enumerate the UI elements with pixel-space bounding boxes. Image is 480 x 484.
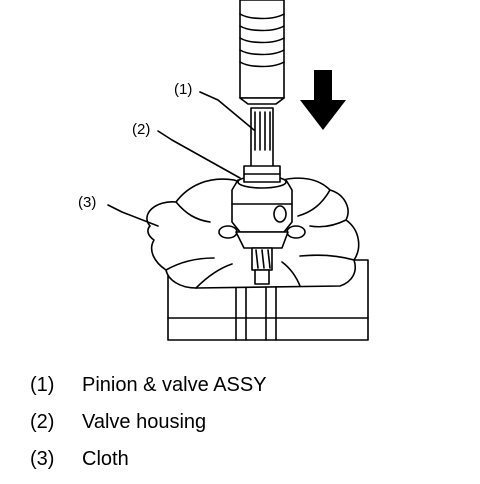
callout-3: (3) — [78, 194, 96, 211]
parts-legend: (1) Pinion & valve ASSY (2) Valve housin… — [30, 373, 470, 484]
callout-1: (1) — [174, 81, 192, 98]
legend-number: (1) — [30, 374, 55, 396]
legend-label: Pinion & valve ASSY — [82, 374, 267, 396]
legend-item-pinion-valve-assy: (1) Pinion & valve ASSY — [30, 373, 470, 410]
legend-number: (2) — [30, 411, 55, 433]
legend-item-valve-housing: (2) Valve housing — [30, 410, 470, 447]
leader-line-2 — [157, 130, 241, 179]
pinion-shaft — [243, 107, 281, 183]
press-direction-arrow — [300, 70, 346, 130]
leader-line-3 — [107, 204, 159, 227]
leader-line-1 — [199, 91, 255, 131]
callout-2: (2) — [132, 121, 150, 138]
assembly-illustration: (1) (2) (3) — [78, 0, 369, 341]
legend-number: (3) — [30, 448, 55, 470]
press-tool — [239, 0, 285, 105]
legend-label: Cloth — [82, 448, 129, 470]
legend-item-cloth: (3) Cloth — [30, 447, 470, 484]
legend-label: Valve housing — [82, 411, 207, 433]
